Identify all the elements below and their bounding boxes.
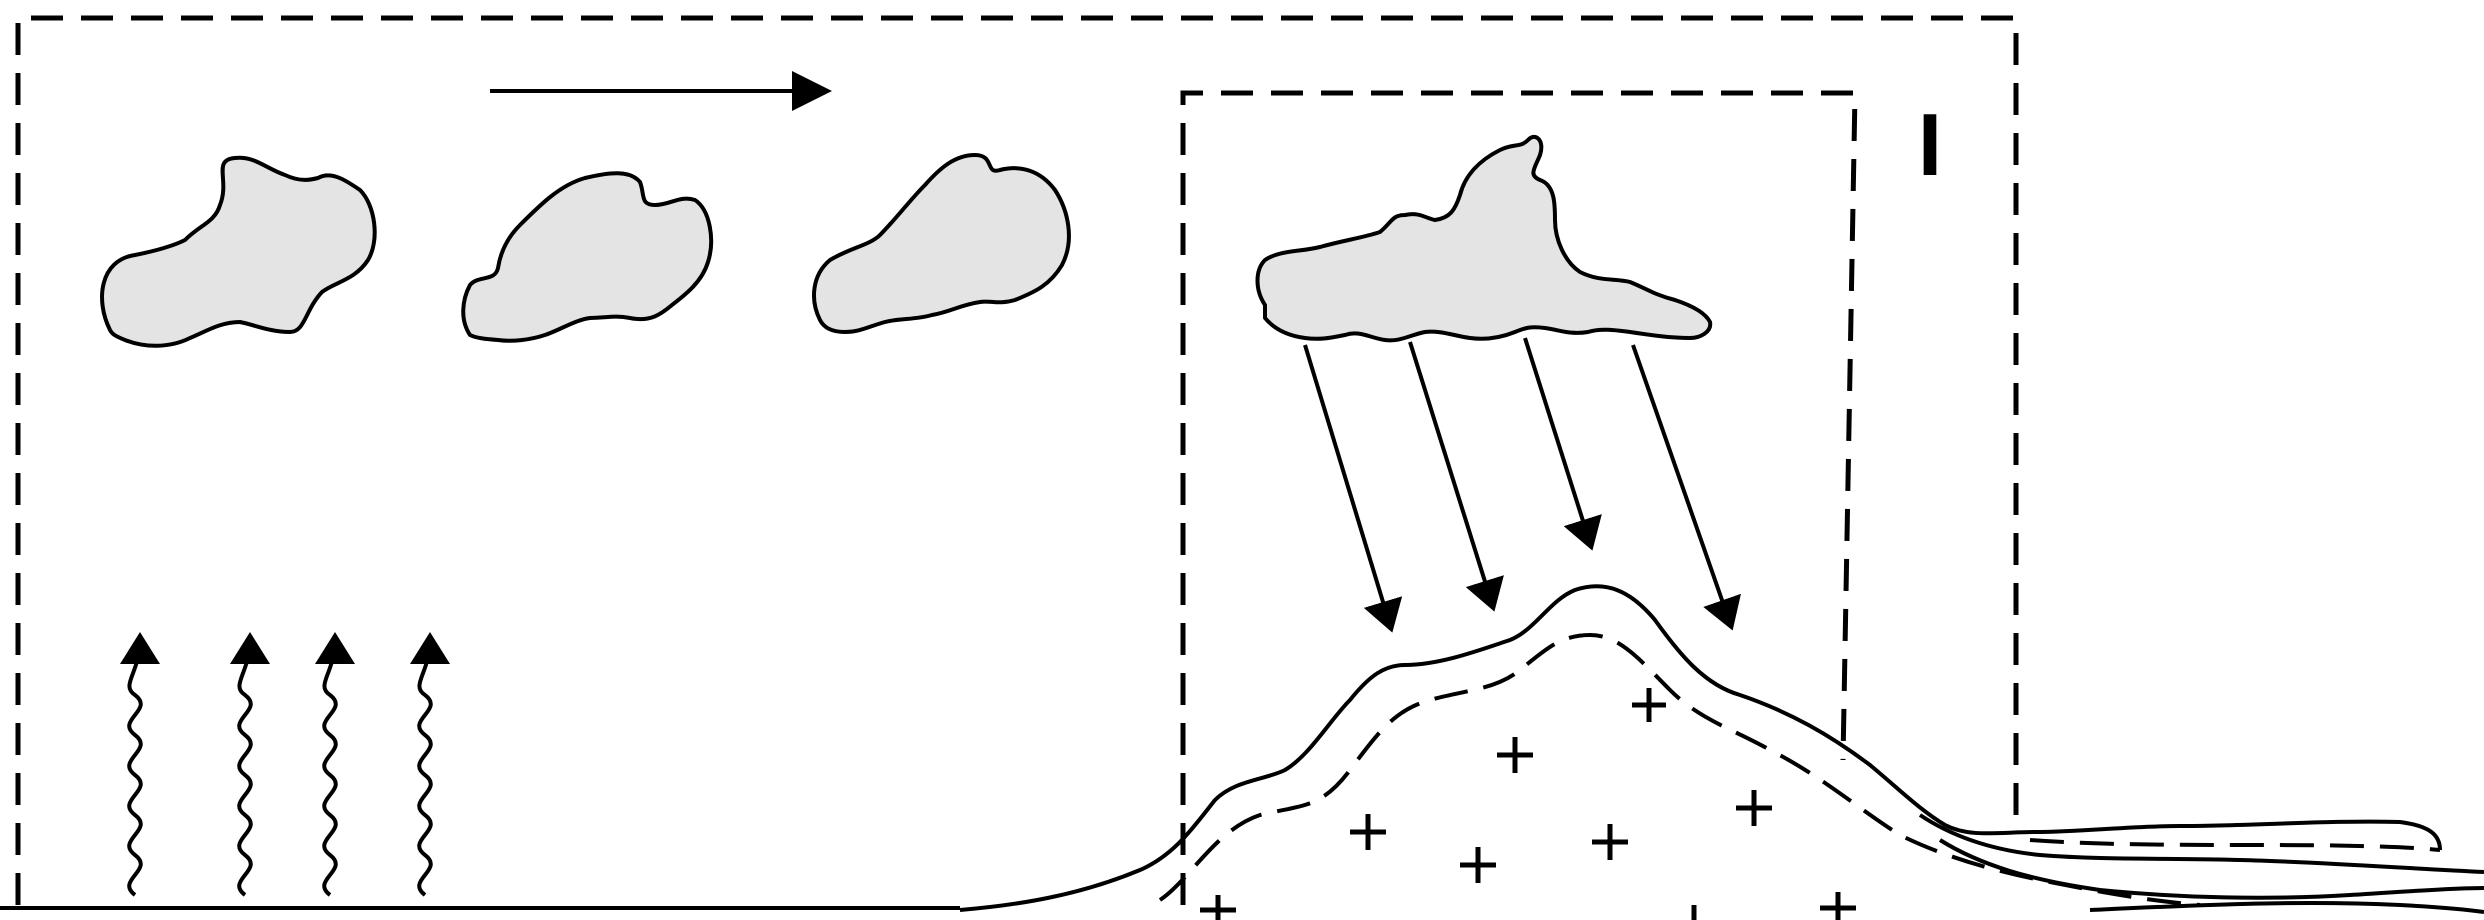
evaporation-arrow-1 (119, 632, 160, 897)
rock-plus-5 (1592, 824, 1628, 860)
region-label: I (1918, 95, 1942, 194)
evaporation-arrows (119, 632, 450, 897)
rock-plus-4 (1350, 814, 1386, 850)
soil-layer (1158, 632, 2201, 907)
rock-plus-6 (1460, 847, 1496, 883)
rock-plus-2 (1497, 737, 1533, 773)
rock-plus-3 (1736, 790, 1772, 826)
cloud-1 (100, 155, 377, 348)
cloud-3 (812, 153, 1071, 334)
rock-plus-1 (1632, 688, 1666, 722)
evaporation-arrow-3 (314, 632, 355, 897)
precipitation-arrow-2 (1408, 341, 1504, 612)
rock-plus-8 (1820, 892, 1856, 920)
precipitation-arrow-1 (1303, 344, 1403, 633)
river-dash (2029, 838, 2441, 852)
outer-boundary (15, 15, 2019, 905)
evaporation-arrow-4 (409, 632, 450, 897)
cloud-2 (461, 171, 714, 343)
mountain-outline (959, 584, 2442, 912)
precipitation-arrow-4 (1631, 344, 1741, 631)
rock-symbols (1200, 688, 1856, 920)
rain-cloud (1255, 134, 1713, 343)
precipitation-arrow-3 (1523, 337, 1602, 551)
ground-right-edge (2089, 900, 2484, 914)
evaporation-arrow-2 (229, 632, 270, 897)
rock-plus-7 (1200, 895, 1236, 920)
inner-boundary (1180, 90, 1858, 905)
river-bank-upper (1918, 813, 2484, 874)
river-bank-lower (1938, 838, 2484, 900)
